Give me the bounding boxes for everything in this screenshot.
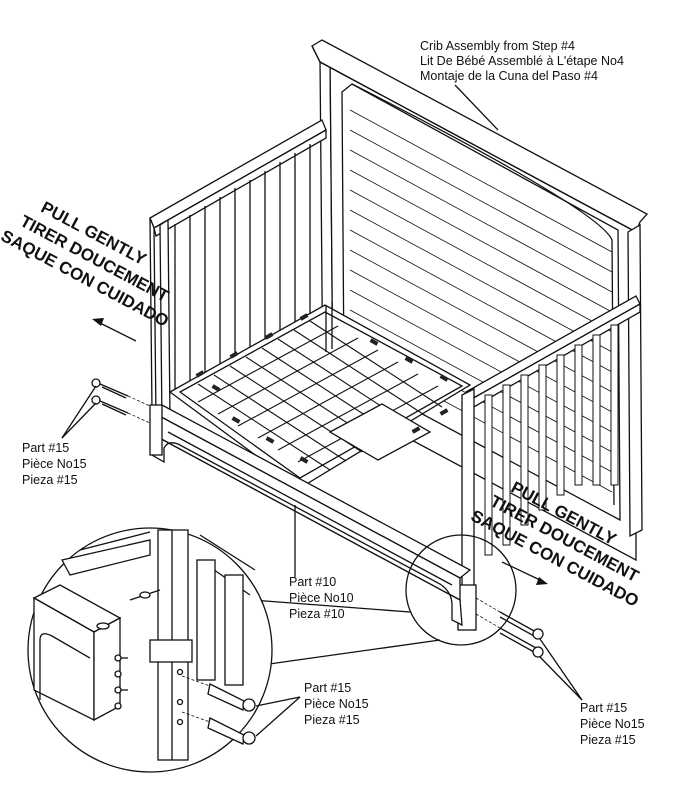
crib-assembly-line-2: Lit De Bébé Assemblé à L'étape No4 <box>420 54 624 68</box>
mattress-support <box>168 302 472 489</box>
part15-right-callout: Part #15 Pièce No15 Pieza #15 <box>580 701 645 747</box>
part15-right-line-2: Pièce No15 <box>580 717 645 731</box>
left-bolts-part15 <box>61 378 151 439</box>
right-rail-spindles <box>484 324 619 556</box>
detail-magnifier <box>251 534 517 666</box>
part10-line-2: Pièce No10 <box>289 591 354 605</box>
detail-bolts <box>207 683 256 745</box>
pull-arrow-right <box>501 561 548 585</box>
part15-left-line-1: Part #15 <box>22 441 69 455</box>
left-rail-spindles <box>174 144 311 395</box>
part10-callout: Part #10 Pièce No10 Pieza #10 <box>289 575 354 621</box>
left-side-rail <box>149 119 327 427</box>
crib-assembly-line-3: Montaje de la Cuna del Paso #4 <box>420 69 598 83</box>
detail-view <box>27 527 301 773</box>
crib-assembly-line-1: Crib Assembly from Step #4 <box>420 39 575 53</box>
crib-assembly-callout: Crib Assembly from Step #4 Lit De Bébé A… <box>420 39 624 83</box>
part15-right-line-3: Pieza #15 <box>580 733 636 747</box>
part15-detail-line-3: Pieza #15 <box>304 713 360 727</box>
part10-line-1: Part #10 <box>289 575 336 589</box>
part15-left-line-3: Pieza #15 <box>22 473 78 487</box>
headboard-slats <box>349 109 613 493</box>
part15-left-callout: Part #15 Pièce No15 Pieza #15 <box>22 441 87 487</box>
crib-assembly-leader <box>454 84 499 131</box>
part15-detail-callout: Part #15 Pièce No15 Pieza #15 <box>304 681 369 727</box>
detail-dowels <box>114 654 128 710</box>
spring-clips <box>195 313 449 464</box>
part15-detail-line-2: Pièce No15 <box>304 697 369 711</box>
pull-arrow-left <box>92 318 137 342</box>
front-rail-part10 <box>149 404 472 627</box>
part10-line-3: Pieza #10 <box>289 607 345 621</box>
right-side-rail <box>457 295 641 631</box>
part15-detail-line-1: Part #15 <box>304 681 351 695</box>
part15-right-line-1: Part #15 <box>580 701 627 715</box>
right-bolts-part15 <box>475 597 583 701</box>
part15-left-line-2: Pièce No15 <box>22 457 87 471</box>
